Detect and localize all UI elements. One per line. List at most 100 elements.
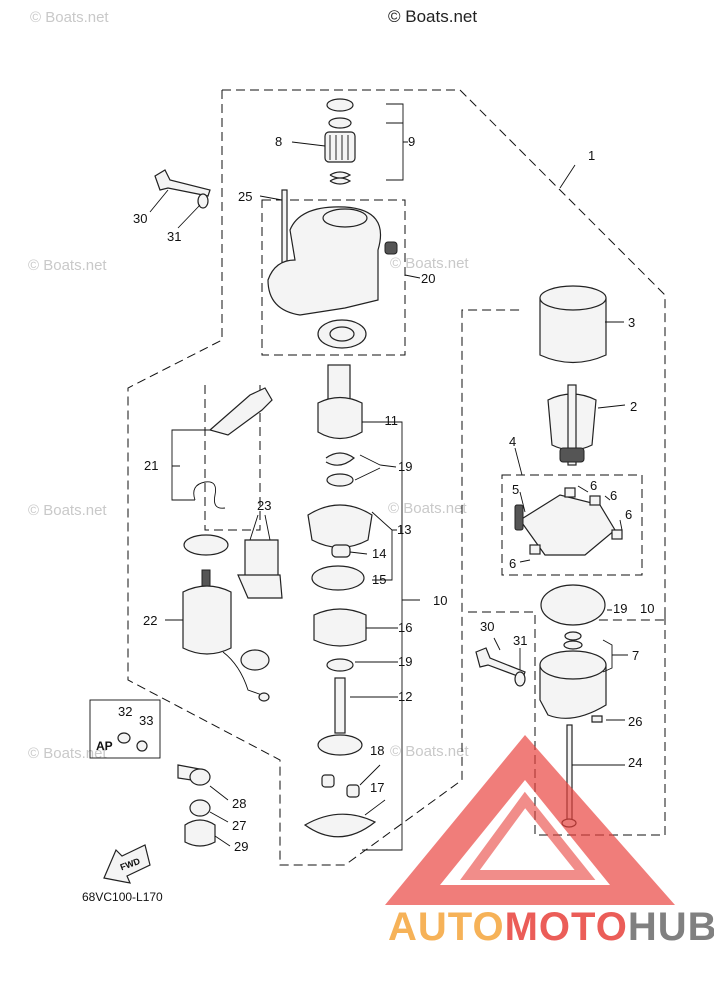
callout-10b: 10 <box>640 601 654 616</box>
callout-27: 27 <box>232 818 246 833</box>
part-22-lead-wire <box>222 651 263 696</box>
ap-box <box>89 699 161 759</box>
part-6-brush-b <box>589 495 601 506</box>
part-9-seal-ring <box>326 98 354 112</box>
callout-31a: 31 <box>167 229 181 244</box>
logo-part-moto: MOTO <box>505 905 628 949</box>
part-11-drive-shaft <box>327 364 351 401</box>
part-29-boot <box>184 819 216 847</box>
logo-wordmark: AUTOMOTOHUB <box>388 905 714 949</box>
part-26-screw <box>591 715 603 723</box>
part-2-commutator <box>559 447 585 463</box>
part-14-bushing <box>331 544 351 558</box>
assembly-outline-endcover <box>261 199 406 356</box>
part-20-bushing <box>384 241 398 255</box>
part-16-internal-gear <box>313 608 367 647</box>
part-22-ring-terminal <box>258 692 270 702</box>
diagram-code: 68VC100-L170 <box>82 890 163 904</box>
callout-12: 12 <box>398 689 412 704</box>
part-8-pinion-gear <box>324 131 356 163</box>
callout-30a: 30 <box>133 211 147 226</box>
assembly-outline-rearcover <box>468 611 666 836</box>
watermark-left-2: © Boats.net <box>28 502 107 519</box>
part-20-front-housing <box>267 206 382 316</box>
copyright-notice: © Boats.net <box>388 7 477 26</box>
callout-2: 2 <box>630 399 637 414</box>
watermark-bottom-center: © Boats.net <box>390 743 469 760</box>
callout-7: 7 <box>632 648 639 663</box>
part-19-o-ring-right <box>564 631 582 641</box>
part-23-holder <box>237 539 283 599</box>
part-13-planet-bracket <box>307 504 373 549</box>
leader-lines <box>149 103 628 851</box>
callout-19c: 19 <box>613 601 627 616</box>
callout-24: 24 <box>628 755 642 770</box>
part-15-ring <box>311 565 365 591</box>
part-19-circlip <box>325 452 355 466</box>
callout-22: 22 <box>143 613 157 628</box>
callout-3: 3 <box>628 315 635 330</box>
part-21-washer <box>183 534 229 556</box>
part-2-armature-shaft <box>567 384 577 466</box>
callout-19a: 19 <box>398 459 412 474</box>
assembly-outline-main <box>127 89 666 866</box>
callout-30b: 30 <box>480 619 494 634</box>
part-18-planet-gear-b <box>346 784 360 798</box>
callout-15: 15 <box>372 572 386 587</box>
part-22-solenoid <box>182 585 232 655</box>
callout-17: 17 <box>370 780 384 795</box>
ap-label: AP <box>96 739 113 753</box>
watermark-mid-left: © Boats.net <box>28 257 107 274</box>
part-30-bolt-top <box>154 169 211 197</box>
part-19-washer-low <box>326 658 354 672</box>
part-10-plate <box>540 584 606 626</box>
callout-6c: 6 <box>625 507 632 522</box>
logo-triangle-inner-icon <box>460 791 596 880</box>
callout-1: 1 <box>588 148 595 163</box>
pinion-teeth <box>329 135 349 160</box>
watermark-top-left: © Boats.net <box>30 9 109 26</box>
logo-part-auto: AUTO <box>388 905 505 949</box>
logo-triangle-icon <box>385 735 675 905</box>
assembly-outline-brushholder <box>501 474 643 576</box>
callout-18: 18 <box>370 743 384 758</box>
callout-6a: 6 <box>590 478 597 493</box>
callout-32: 32 <box>118 704 132 719</box>
part-32-nut <box>117 732 131 744</box>
part-18-planet-gear-a <box>321 774 335 788</box>
callout-31b: 31 <box>513 633 527 648</box>
callout-11: 11 <box>385 413 399 428</box>
callout-19b: 19 <box>398 654 412 669</box>
part-5-brush-lead <box>514 504 524 531</box>
callout-14: 14 <box>372 546 386 561</box>
part-19-washer-mid <box>326 473 354 487</box>
part-9-spring <box>329 171 352 185</box>
part-31-washer-top <box>197 193 209 209</box>
callout-23: 23 <box>257 498 271 513</box>
part-6-brush-c <box>611 529 623 540</box>
callout-9: 9 <box>408 134 415 149</box>
part-19-washer-right <box>563 640 583 650</box>
bearing-inner <box>329 326 355 342</box>
callout-6d: 6 <box>509 556 516 571</box>
fwd-arrow-icon <box>103 844 151 884</box>
part-12-planet-shaft <box>334 677 346 734</box>
part-31-washer-right <box>514 671 526 687</box>
part-6-brush-d <box>529 544 541 555</box>
callout-20: 20 <box>421 271 435 286</box>
part-33-washer <box>136 740 148 752</box>
boot-cap <box>240 649 270 671</box>
callout-29: 29 <box>234 839 248 854</box>
watermark-bottom-left: © Boats.net <box>28 745 107 762</box>
part-6-brush-a <box>564 487 576 498</box>
callout-26: 26 <box>628 714 642 729</box>
part-3-yoke-top <box>539 285 607 311</box>
callout-6b: 6 <box>610 488 617 503</box>
part-17-plate <box>303 813 377 838</box>
callout-8: 8 <box>275 134 282 149</box>
part-22-terminal <box>201 569 211 587</box>
callout-5: 5 <box>512 482 519 497</box>
part-28-grommet <box>189 768 211 786</box>
logo-part-hub: HUB <box>628 905 714 949</box>
